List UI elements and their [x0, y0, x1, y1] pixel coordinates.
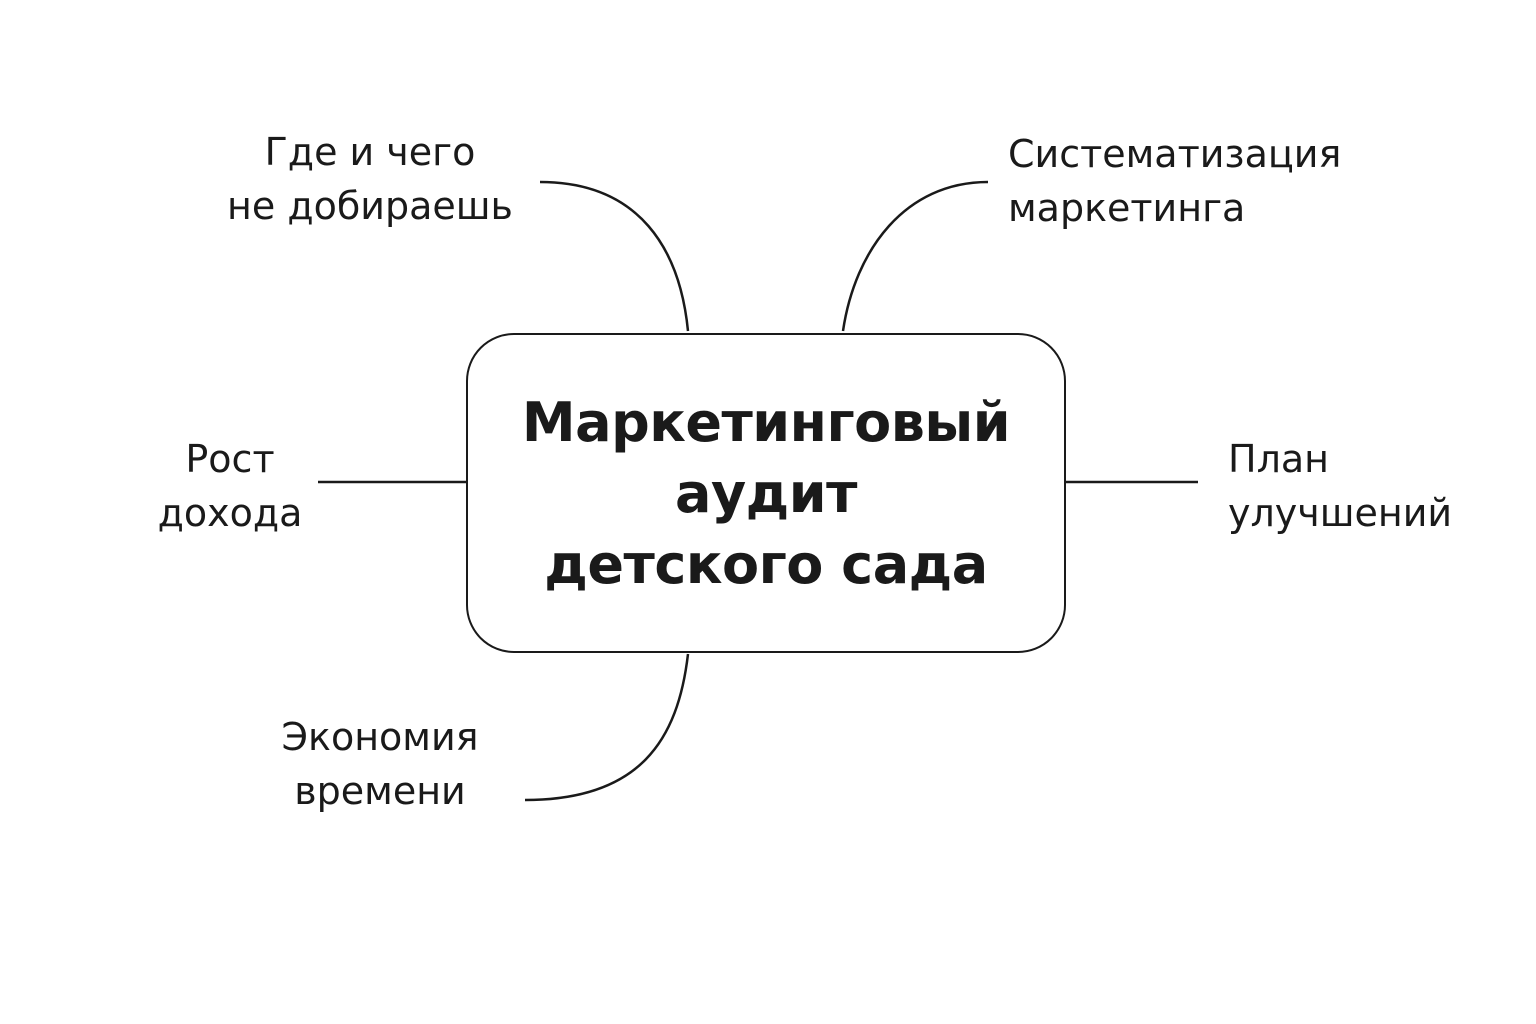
branch-top-left-label: Где и чего не добираешь [227, 130, 513, 228]
central-node: Маркетинговый аудит детского сада [466, 333, 1066, 653]
connector-bottom-left [524, 653, 690, 802]
branch-left-label: Рост дохода [157, 437, 303, 535]
branch-right-label: План улучшений [1228, 437, 1453, 535]
connector-top-left [539, 180, 690, 332]
connector-top-right [841, 180, 989, 332]
central-node-title: Маркетинговый аудит детского сада [521, 390, 1011, 596]
branch-top-right-label: Систематизация маркетинга [1008, 132, 1342, 230]
branch-bottom-left-label: Экономия времени [281, 715, 479, 813]
